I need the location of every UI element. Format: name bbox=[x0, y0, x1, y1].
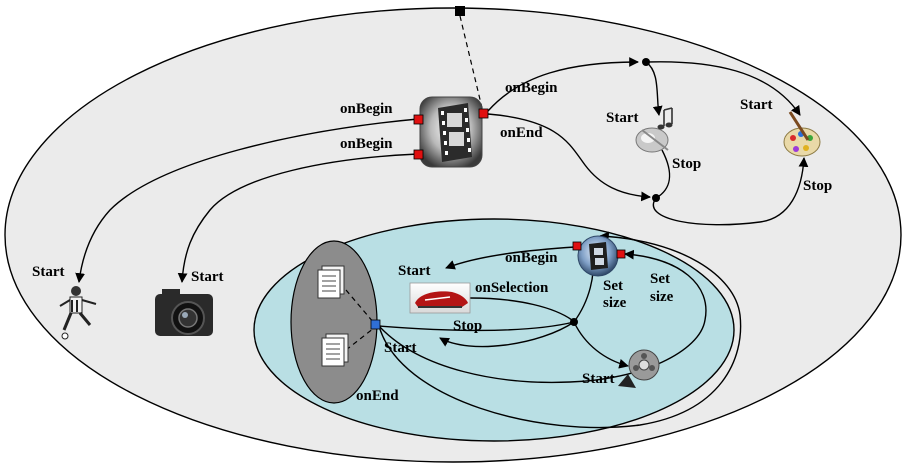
edge-film-end-to-junction bbox=[487, 113, 651, 202]
dashed-link-doc-top bbox=[345, 289, 375, 324]
label-on-end-film: onEnd bbox=[500, 125, 543, 141]
edge-shoe-to-junction bbox=[469, 297, 573, 321]
label-set-size-1b: size bbox=[603, 295, 627, 311]
film-reel-icon[interactable] bbox=[618, 349, 660, 388]
edge-film-begin-to-soccer bbox=[75, 118, 419, 283]
dashed-link-doc-bottom bbox=[345, 327, 375, 351]
label-on-begin-film-low: onBegin bbox=[340, 136, 393, 152]
label-start-inner: Start bbox=[398, 263, 431, 279]
document-icon[interactable] bbox=[321, 333, 349, 367]
label-on-selection: onSelection bbox=[475, 280, 549, 296]
film-port-left-upper[interactable] bbox=[413, 114, 424, 125]
label-set-size-1a: Set bbox=[603, 278, 623, 294]
top-scene-port[interactable] bbox=[455, 6, 465, 16]
junction-mid bbox=[652, 194, 660, 202]
edge-docs-to-bubble-b bbox=[378, 231, 742, 429]
edge-junction-to-palette-stop bbox=[652, 157, 809, 226]
label-start-palette: Start bbox=[740, 97, 773, 113]
shoe-icon[interactable] bbox=[409, 282, 471, 314]
bubble-port-right[interactable] bbox=[616, 249, 626, 259]
dashed-link-top bbox=[459, 15, 484, 113]
palette-icon[interactable] bbox=[783, 111, 821, 157]
bubble-port-left[interactable] bbox=[572, 241, 582, 251]
label-start-music: Start bbox=[606, 110, 639, 126]
label-set-size-2a: Set bbox=[650, 271, 670, 287]
film-bubble-icon[interactable] bbox=[577, 235, 619, 277]
camera-icon[interactable] bbox=[155, 289, 213, 336]
label-start-docs: Start bbox=[384, 340, 417, 356]
edge-docs-to-junction bbox=[378, 321, 575, 332]
document-group-ellipse bbox=[290, 240, 378, 404]
label-on-begin-film-mid: onBegin bbox=[340, 101, 393, 117]
label-on-end-docs: onEnd bbox=[356, 388, 399, 404]
edge-top-junction-to-music bbox=[645, 61, 663, 116]
label-stop-music: Stop bbox=[672, 156, 701, 172]
edge-film-begin-to-camera bbox=[177, 153, 419, 283]
film-port-left-lower[interactable] bbox=[413, 149, 424, 160]
label-on-begin-inner: onBegin bbox=[505, 250, 558, 266]
edge-bubble-to-start bbox=[445, 246, 576, 270]
label-on-begin-film-top: onBegin bbox=[505, 80, 558, 96]
edge-junction-to-shoe-stop bbox=[439, 321, 575, 348]
label-stop-shoe: Stop bbox=[453, 318, 482, 334]
edge-top-junction-to-palette bbox=[645, 61, 801, 116]
edge-film-to-top-junction bbox=[487, 57, 639, 112]
label-start-reel: Start bbox=[582, 371, 615, 387]
label-start-soccer: Start bbox=[32, 264, 65, 280]
label-set-size-2b: size bbox=[650, 289, 674, 305]
label-stop-palette: Stop bbox=[803, 178, 832, 194]
label-start-camera: Start bbox=[191, 269, 224, 285]
junction-top bbox=[642, 58, 650, 66]
music-note-icon[interactable] bbox=[635, 107, 673, 153]
doc-group-port[interactable] bbox=[370, 319, 381, 330]
edge-junction-to-reel bbox=[573, 321, 629, 369]
document-icon[interactable] bbox=[317, 265, 345, 299]
soccer-player-icon[interactable] bbox=[59, 286, 97, 340]
film-port-right[interactable] bbox=[478, 108, 489, 119]
film-strip-icon[interactable] bbox=[419, 96, 483, 168]
junction-inner bbox=[570, 318, 578, 326]
